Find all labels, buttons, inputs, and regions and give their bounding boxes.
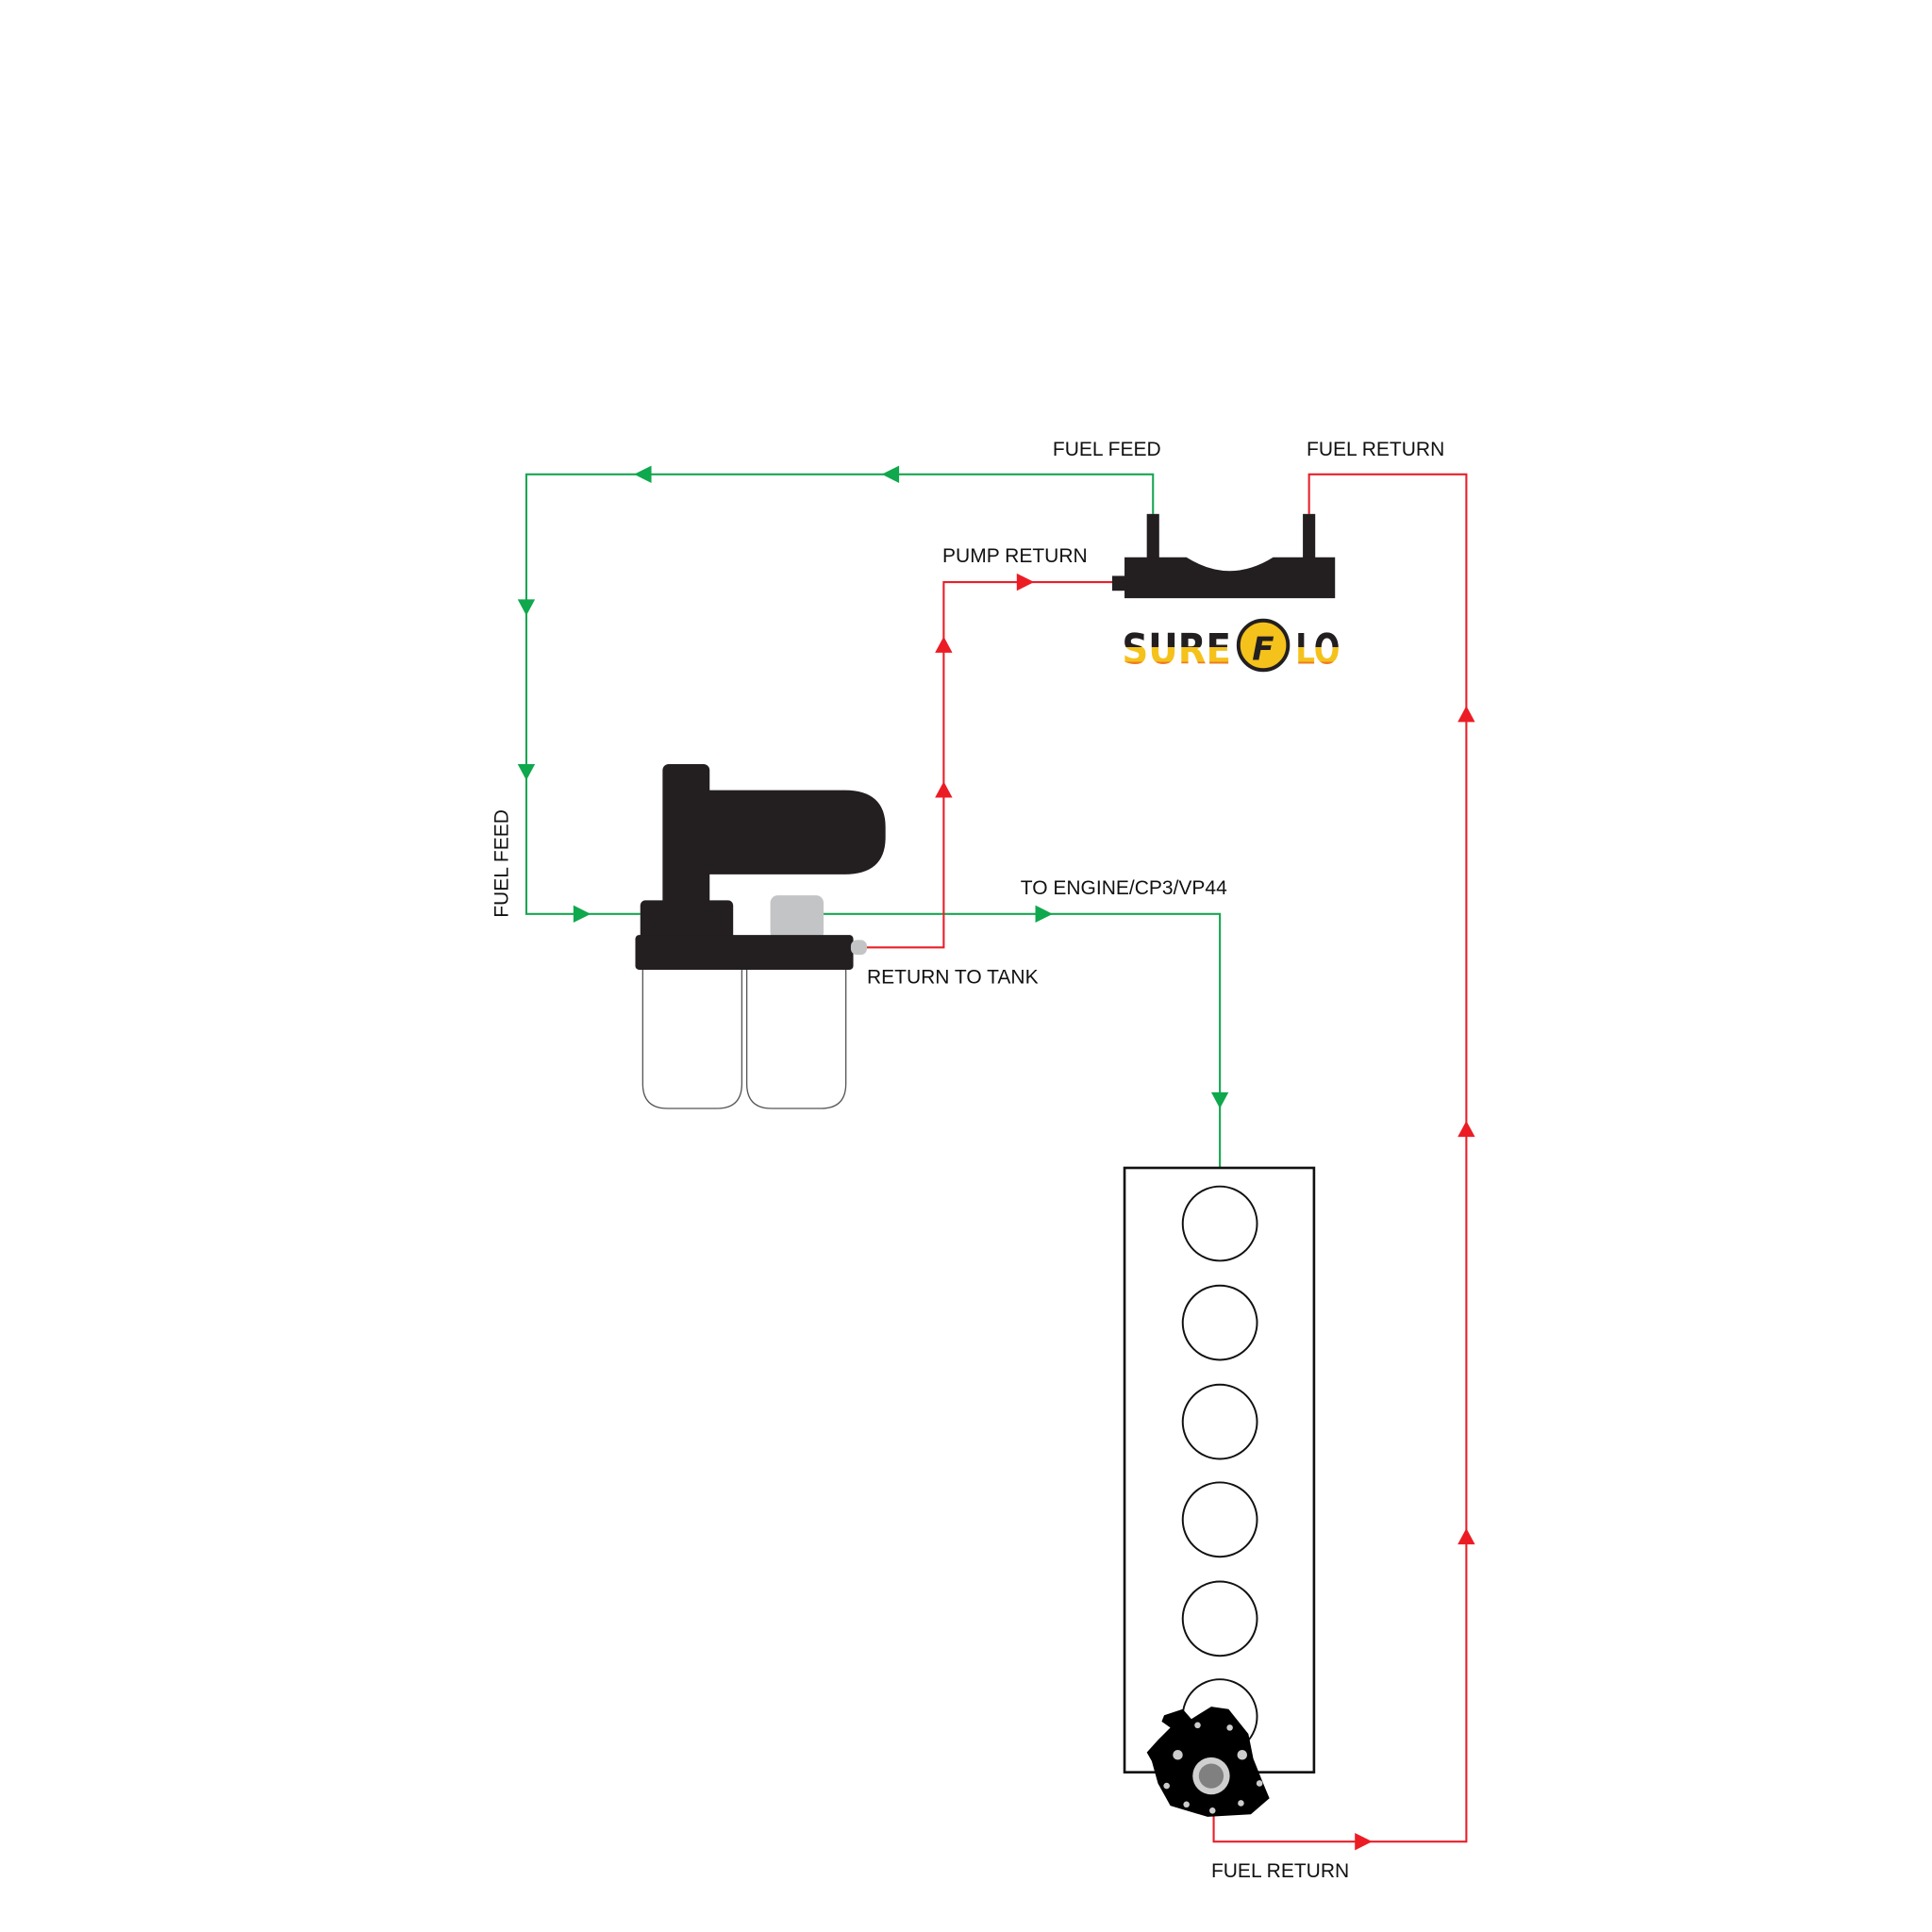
arrow-down-icon — [517, 764, 536, 781]
arrow-right-icon — [1035, 905, 1053, 924]
lift-pump — [635, 764, 886, 1109]
arrow-down-icon — [1210, 1091, 1229, 1108]
cylinder — [1181, 1580, 1258, 1657]
arrow-up-icon — [1457, 1121, 1475, 1138]
arrow-right-icon — [1016, 573, 1035, 591]
label-pump-return: PUMP RETURN — [942, 545, 1088, 567]
sureflo-logo: SURE F LO — [1122, 618, 1340, 675]
arrow-up-icon — [935, 636, 953, 653]
cylinder — [1181, 1481, 1258, 1558]
return-lines — [866, 473, 1475, 1851]
svg-text:F: F — [1252, 631, 1274, 669]
arrow-right-icon — [1355, 1832, 1373, 1851]
arrow-left-icon — [881, 465, 900, 483]
cylinder — [1181, 1284, 1258, 1361]
feed-lines — [517, 465, 1229, 1168]
label-to-engine: TO ENGINE/CP3/VP44 — [1021, 877, 1227, 899]
sureflo-sump — [1111, 513, 1336, 599]
svg-text:SURE: SURE — [1122, 625, 1231, 675]
arrow-down-icon — [517, 599, 536, 616]
label-top-fuel-return: FUEL RETURN — [1307, 439, 1444, 460]
arrow-right-icon — [573, 905, 591, 924]
arrow-up-icon — [935, 781, 953, 798]
label-side-fuel-feed: FUEL FEED — [491, 809, 512, 918]
label-bottom-fuel-return: FUEL RETURN — [1211, 1860, 1349, 1882]
label-top-fuel-feed: FUEL FEED — [1053, 439, 1161, 460]
arrow-left-icon — [634, 465, 652, 483]
arrow-up-icon — [1457, 706, 1475, 723]
label-return-to-tank: RETURN TO TANK — [867, 966, 1039, 988]
arrow-up-icon — [1457, 1528, 1475, 1545]
injection-pump — [1146, 1707, 1270, 1817]
cylinder — [1181, 1383, 1258, 1460]
svg-text:LO: LO — [1295, 625, 1340, 675]
cylinder — [1181, 1185, 1258, 1262]
engine-block — [1123, 1166, 1316, 1774]
